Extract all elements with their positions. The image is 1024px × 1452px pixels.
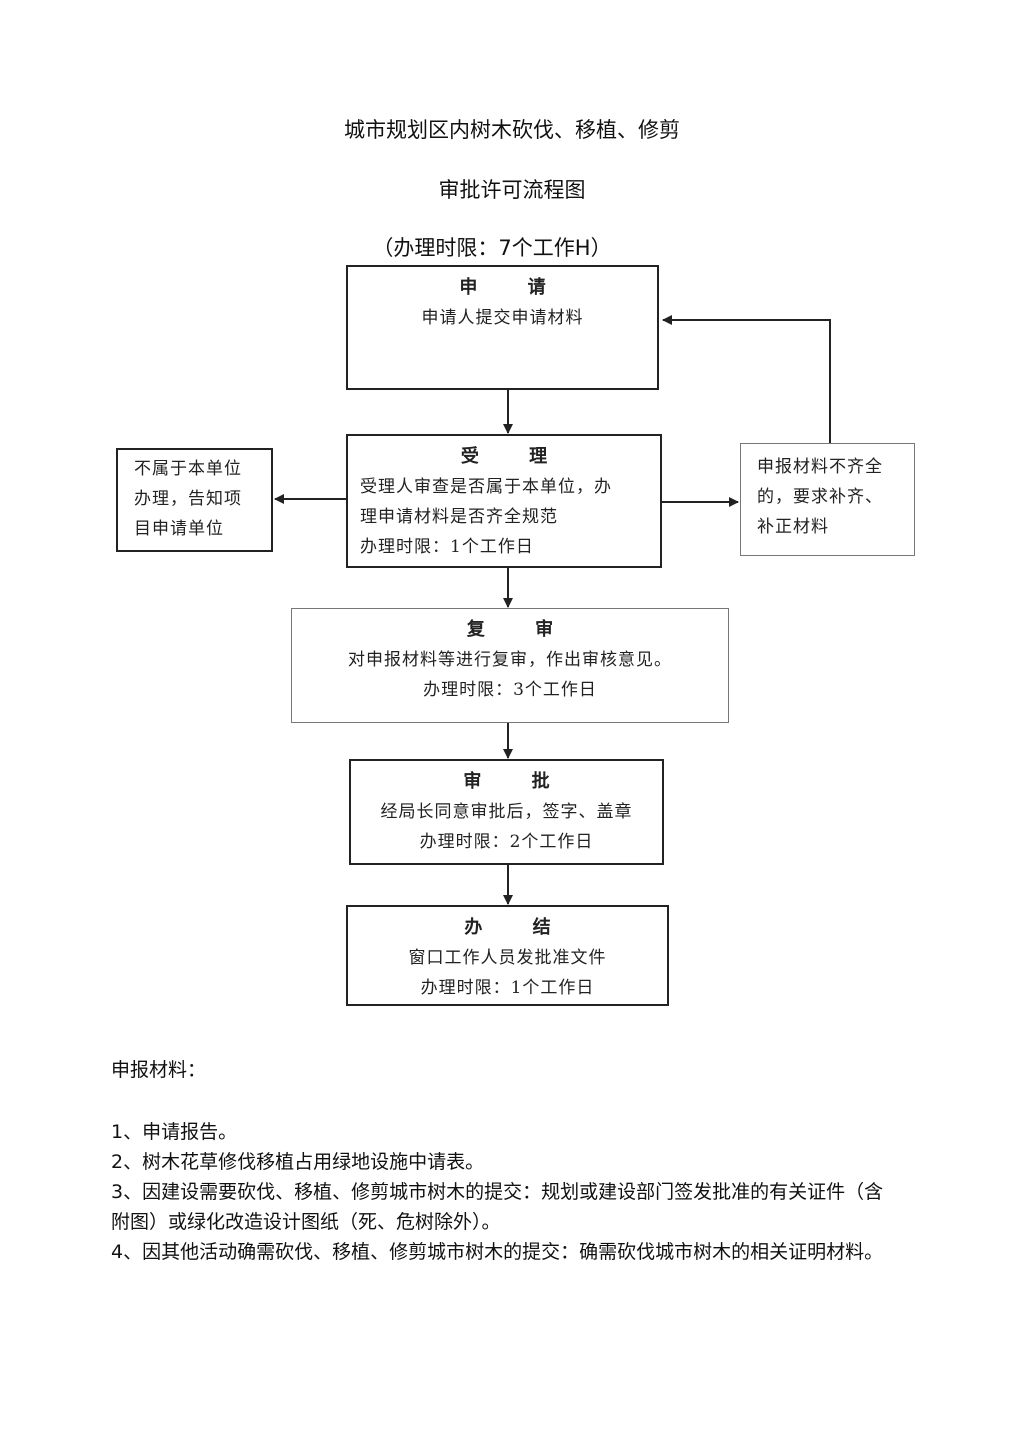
node-incomplete: 申报材料不齐全 的，要求补齐、 补正材料 — [740, 443, 915, 556]
node-apply: 申 请 申请人提交申请材料 — [346, 265, 659, 390]
node-not-unit-line: 目申请单位 — [134, 519, 224, 539]
title-line-3: （办理时限：7个工作H） — [372, 236, 612, 260]
node-apply-line: 申请人提交申请材料 — [421, 308, 584, 328]
arrow-incomplete-to-apply — [662, 315, 831, 443]
node-approve-title: 审 批 — [463, 771, 572, 792]
node-accept-line: 受理人审查是否属于本单位，办 — [360, 477, 612, 497]
node-incomplete-line: 的，要求补齐、 — [757, 487, 883, 507]
node-accept-title: 受 理 — [460, 446, 570, 467]
node-review-line: 对申报材料等进行复审，作出审核意见。 — [348, 650, 672, 670]
node-not-unit: 不属于本单位 办理，告知项 目申请单位 — [116, 448, 273, 552]
node-finish: 办 结 窗口工作人员发批准文件 办理时限：1个工作日 — [346, 905, 669, 1006]
node-not-unit-line: 不属于本单位 — [134, 459, 242, 479]
node-finish-line: 窗口工作人员发批准文件 — [408, 948, 607, 968]
materials-section: 申报材料： 1、申请报告。 2、树木花草修伐移植占用绿地设施中请表。 3、因建设… — [111, 1055, 901, 1267]
node-review-title: 复 审 — [466, 619, 576, 640]
node-accept: 受 理 受理人审查是否属于本单位，办 理申请材料是否齐全规范 办理时限：1个工作… — [346, 434, 662, 568]
node-incomplete-line: 补正材料 — [757, 517, 829, 537]
node-accept-line: 理申请材料是否齐全规范 — [360, 507, 558, 527]
node-approve: 审 批 经局长同意审批后，签字、盖章 办理时限：2个工作日 — [349, 759, 664, 865]
title-line-1: 城市规划区内树木砍伐、移植、修剪 — [344, 118, 680, 142]
node-apply-title: 申 请 — [459, 277, 568, 298]
title-line-2: 审批许可流程图 — [438, 178, 586, 202]
materials-heading: 申报材料： — [111, 1059, 207, 1081]
materials-item: 4、因其他活动确需砍伐、移植、修剪城市树木的提交：确需砍伐城市树木的相关证明材料… — [111, 1241, 884, 1263]
node-approve-line: 经局长同意审批后，签字、盖章 — [380, 802, 633, 822]
node-finish-title: 办 结 — [464, 917, 573, 938]
node-incomplete-line: 申报材料不齐全 — [757, 457, 883, 477]
node-not-unit-line: 办理，告知项 — [134, 489, 242, 509]
node-review-line: 办理时限：3个工作日 — [423, 680, 597, 700]
node-accept-line: 办理时限：1个工作日 — [360, 537, 534, 557]
node-approve-line: 办理时限：2个工作日 — [419, 832, 594, 852]
materials-item: 2、树木花草修伐移植占用绿地设施中请表。 — [111, 1151, 485, 1173]
node-finish-line: 办理时限：1个工作日 — [420, 978, 595, 998]
materials-item: 3、因建设需要砍伐、移植、修剪城市树木的提交：规划或建设部门签发批准的有关证件（… — [111, 1181, 884, 1233]
materials-item: 1、申请报告。 — [111, 1121, 238, 1143]
node-review: 复 审 对申报材料等进行复审，作出审核意见。 办理时限：3个工作日 — [291, 608, 729, 723]
